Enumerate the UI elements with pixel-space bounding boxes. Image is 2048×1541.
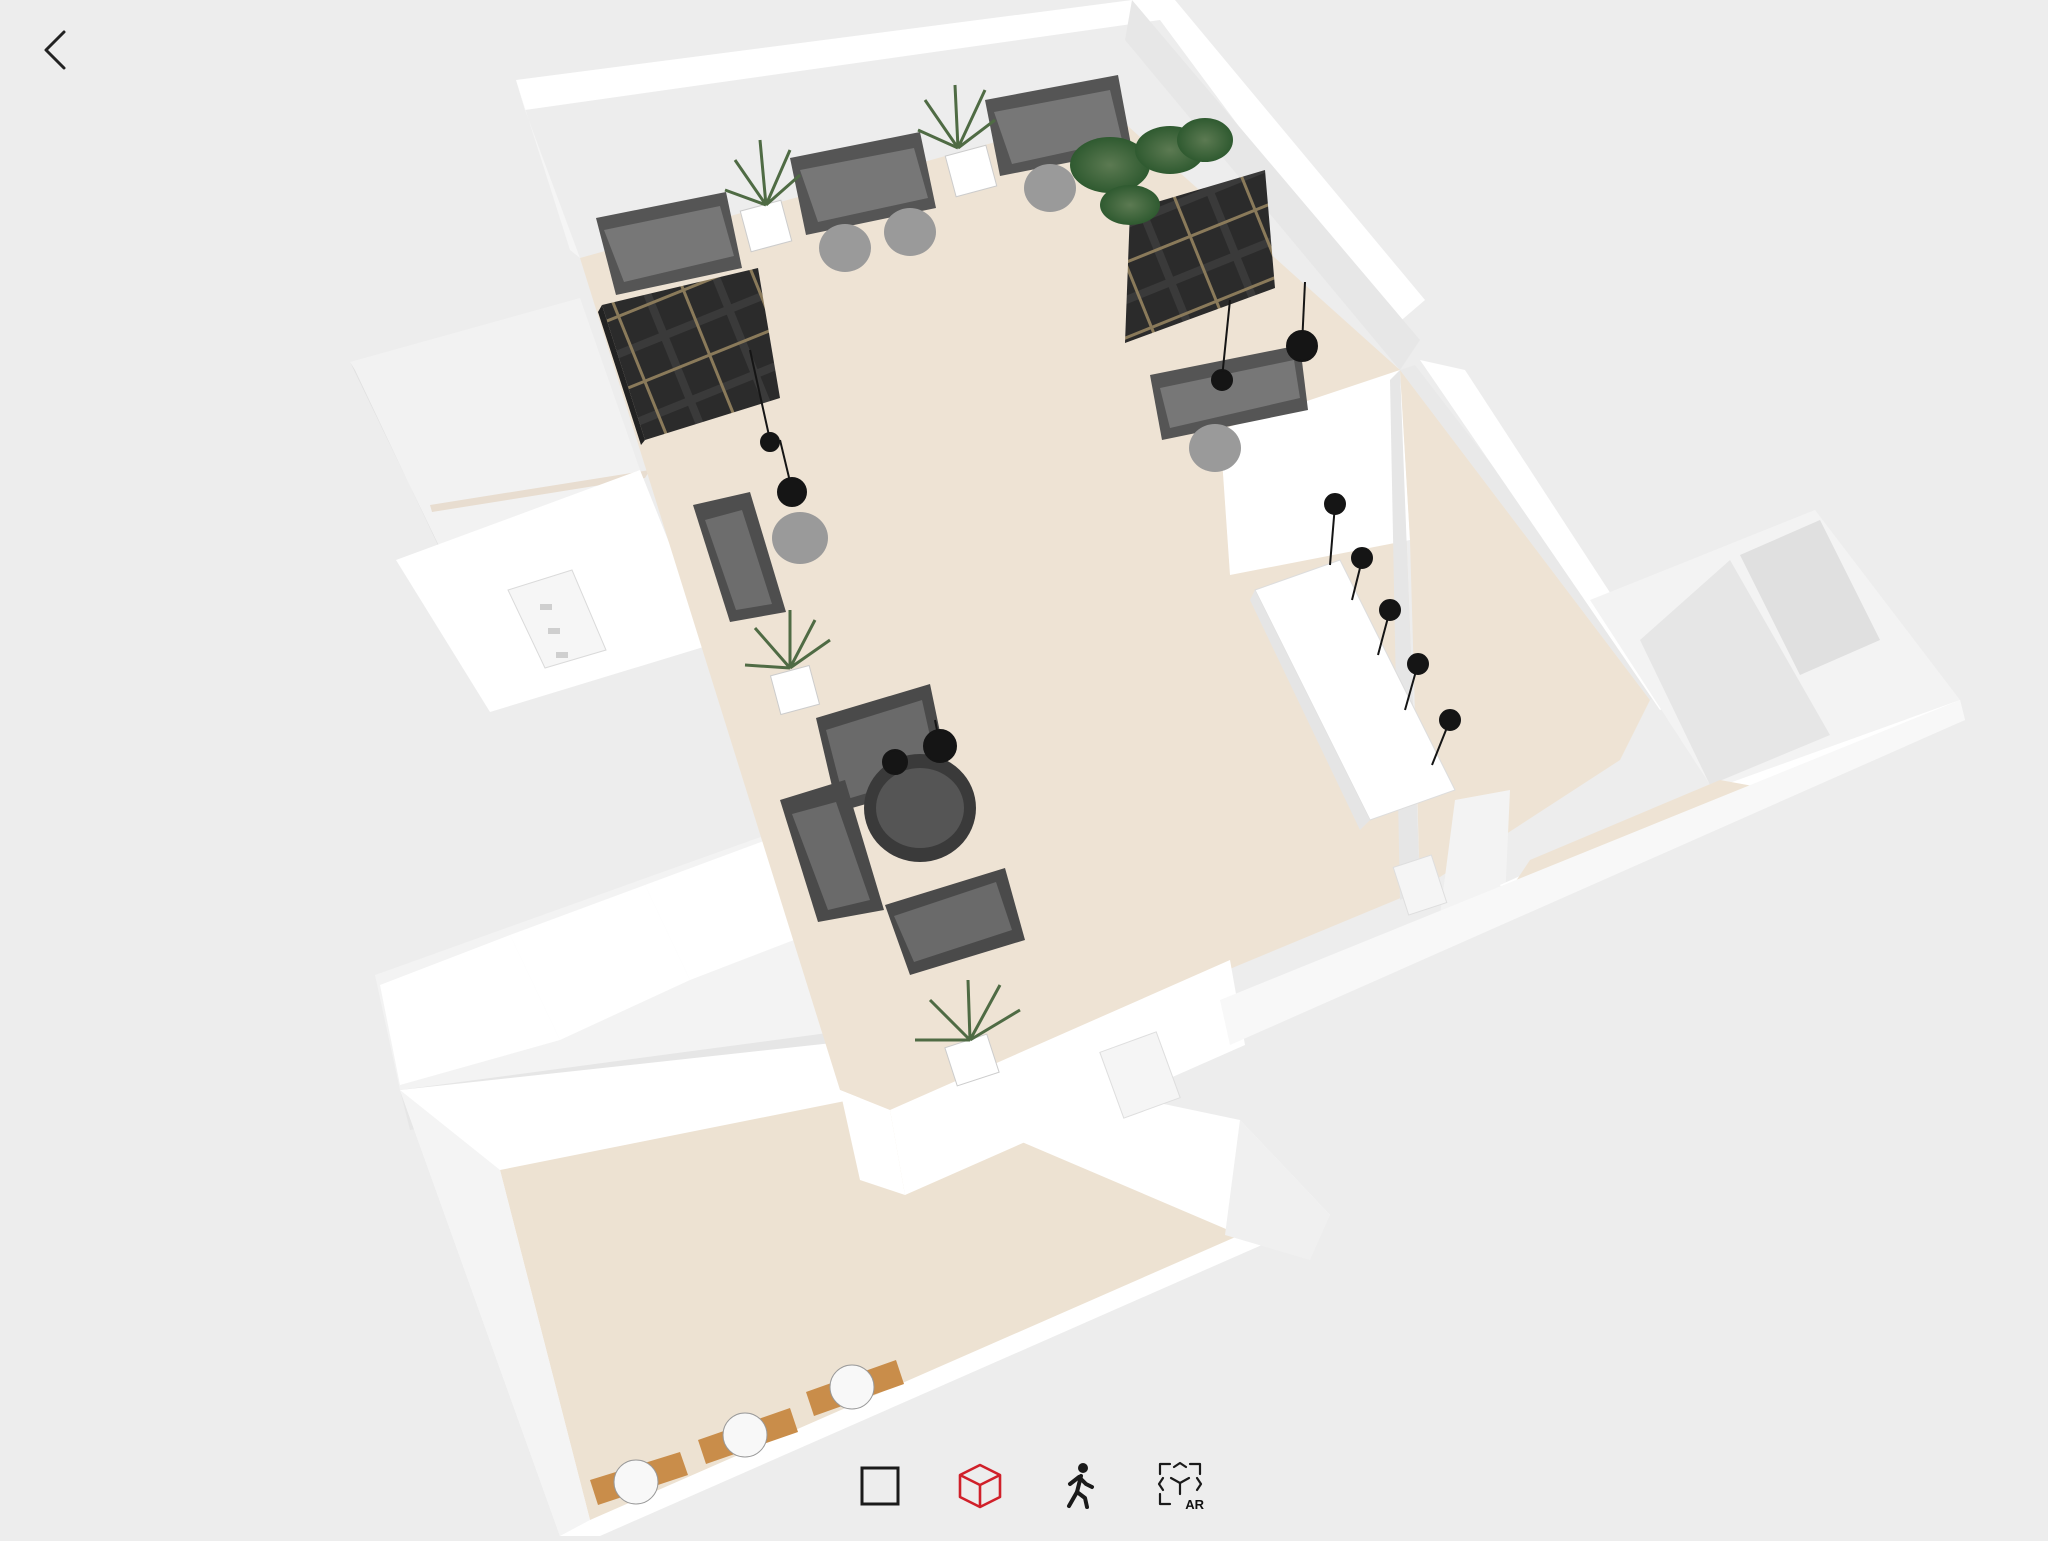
view-mode-toolbar: AR: [850, 1456, 1210, 1516]
left-wing-room: [350, 298, 710, 712]
walk-mode-button[interactable]: [1050, 1456, 1110, 1516]
view-2d-button[interactable]: [850, 1456, 910, 1516]
main-lounge: [516, 0, 1425, 1195]
coffee-tables: [772, 164, 1241, 564]
bookshelf-left: [598, 268, 780, 445]
armchair-left: [693, 492, 786, 622]
pendant-lamps: [749, 281, 1461, 775]
walking-person-icon: [1067, 1463, 1094, 1509]
plants: [724, 84, 1233, 1087]
back-button[interactable]: [28, 24, 80, 76]
lounge-group: [780, 684, 1025, 975]
sofa-right: [1150, 345, 1308, 440]
bookshelf-right: [1125, 170, 1275, 343]
cube-3d-view-icon: [958, 1463, 1002, 1509]
chevron-left-icon: [44, 30, 66, 70]
sofa-top-2: [790, 132, 936, 235]
view-3d-button[interactable]: [950, 1456, 1010, 1516]
right-wing-rooms: [1220, 510, 1965, 1045]
ar-badge: AR: [1185, 1497, 1204, 1512]
ar-scan-icon: [1157, 1461, 1203, 1506]
kitchen-counter: [1250, 559, 1456, 830]
bottom-room: [400, 1040, 1330, 1536]
sofa-top-1: [596, 192, 742, 295]
ar-mode-button[interactable]: AR: [1150, 1456, 1210, 1516]
square-2d-view-icon: [860, 1466, 900, 1506]
desk-row: [590, 1360, 904, 1505]
